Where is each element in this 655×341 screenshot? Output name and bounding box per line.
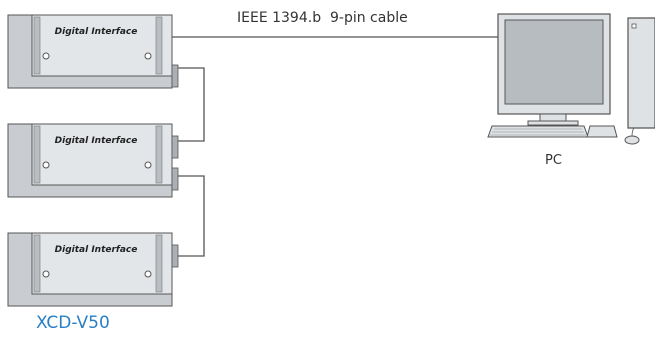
screw-icon	[42, 52, 50, 60]
camera-3: Digital Interface	[7, 232, 179, 307]
camera-panel-text: Digital Interface	[55, 27, 138, 37]
camera-1: Digital Interface	[7, 14, 179, 89]
camera-panel-text: Digital Interface	[55, 245, 138, 255]
tower-icon	[627, 17, 655, 129]
camera-2: Digital Interface	[7, 123, 179, 198]
numpad-icon	[586, 125, 618, 138]
cable-camera2-to-camera3	[172, 175, 205, 257]
monitor-icon	[497, 13, 611, 126]
screw-icon	[144, 270, 152, 278]
cable-camera1-to-camera2	[172, 67, 205, 142]
keyboard-icon	[487, 125, 589, 138]
model-label: XCD-V50	[36, 313, 110, 333]
cable-label: IEEE 1394.b 9-pin cable	[237, 10, 408, 26]
pc-label: PC	[545, 153, 562, 168]
cables	[172, 36, 498, 257]
screw-icon	[42, 270, 50, 278]
screw-icon	[144, 161, 152, 169]
camera-panel-text: Digital Interface	[55, 136, 138, 146]
screw-icon	[144, 52, 152, 60]
screw-icon	[42, 161, 50, 169]
